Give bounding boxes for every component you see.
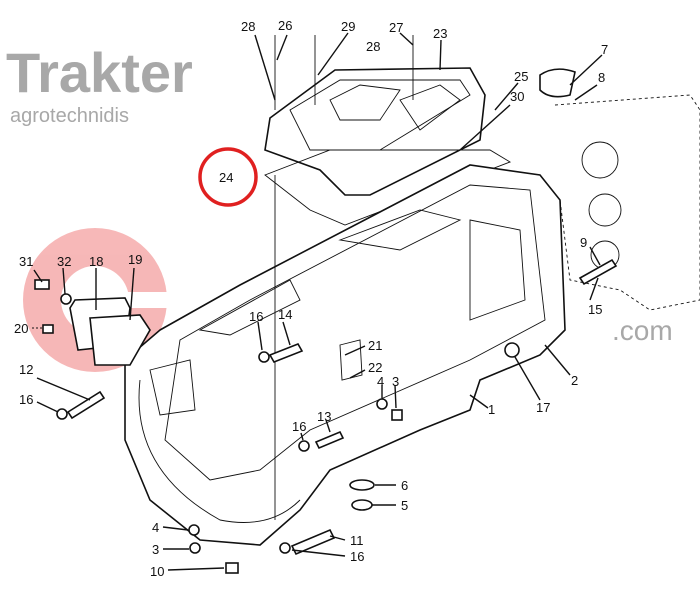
leader-lines	[32, 32, 603, 571]
top-cover	[264, 35, 486, 196]
part-label-highlighted[interactable]: 24	[219, 170, 233, 185]
flange-hole	[588, 193, 622, 227]
watermark-tagline: agrotechnidis	[10, 105, 129, 127]
filler-cap	[539, 68, 576, 98]
part-label[interactable]: 16	[19, 392, 33, 407]
part-label[interactable]: 3	[392, 374, 399, 389]
part-label[interactable]: 5	[401, 498, 408, 513]
part-label[interactable]: 4	[152, 520, 159, 535]
watermark-suffix: .com	[612, 315, 673, 346]
part-label[interactable]: 26	[278, 18, 292, 33]
part-label[interactable]: 28	[366, 39, 380, 54]
part-labels: 28 26 29 28 27 23 7 8 25 30 24 31 32 18 …	[14, 18, 608, 579]
part-label[interactable]: 25	[514, 69, 528, 84]
part-label[interactable]: 22	[368, 360, 382, 375]
watermark-brand: Trakter	[6, 41, 193, 104]
part-label[interactable]: 7	[601, 42, 608, 57]
part-label[interactable]: 30	[510, 89, 524, 104]
part-label[interactable]: 16	[350, 549, 364, 564]
part-label[interactable]: 19	[128, 252, 142, 267]
part-label[interactable]: 3	[152, 542, 159, 557]
part-label[interactable]: 21	[368, 338, 382, 353]
flange-hole	[581, 141, 619, 179]
part-label[interactable]: 1	[488, 402, 495, 417]
part-label[interactable]: 9	[580, 235, 587, 250]
part-label[interactable]: 12	[19, 362, 33, 377]
cover-plate-19	[89, 314, 151, 366]
part-label[interactable]: 17	[536, 400, 550, 415]
rear-flange	[554, 94, 700, 311]
watermark-text: Trakter agrotechnidis .com	[6, 41, 673, 346]
part-label[interactable]: 23	[433, 26, 447, 41]
part-label[interactable]: 20	[14, 321, 28, 336]
part-label[interactable]: 28	[241, 19, 255, 34]
gasket	[264, 149, 512, 226]
part-label[interactable]: 10	[150, 564, 164, 579]
part-label[interactable]: 16	[249, 309, 263, 324]
part-label[interactable]: 18	[89, 254, 103, 269]
part-label[interactable]: 2	[571, 373, 578, 388]
part-label[interactable]: 13	[317, 409, 331, 424]
part-label[interactable]: 14	[278, 307, 292, 322]
part-label[interactable]: 4	[377, 374, 384, 389]
part-label[interactable]: 32	[57, 254, 71, 269]
part-label[interactable]: 11	[350, 533, 364, 548]
part-label[interactable]: 27	[389, 20, 403, 35]
part-label[interactable]: 29	[341, 19, 355, 34]
part-label[interactable]: 8	[598, 70, 605, 85]
part-label[interactable]: 31	[19, 254, 33, 269]
highlight-circle	[198, 147, 258, 207]
bolts	[34, 258, 618, 574]
part-label[interactable]: 15	[588, 302, 602, 317]
part-label[interactable]: 6	[401, 478, 408, 493]
part-label[interactable]: 16	[292, 419, 306, 434]
